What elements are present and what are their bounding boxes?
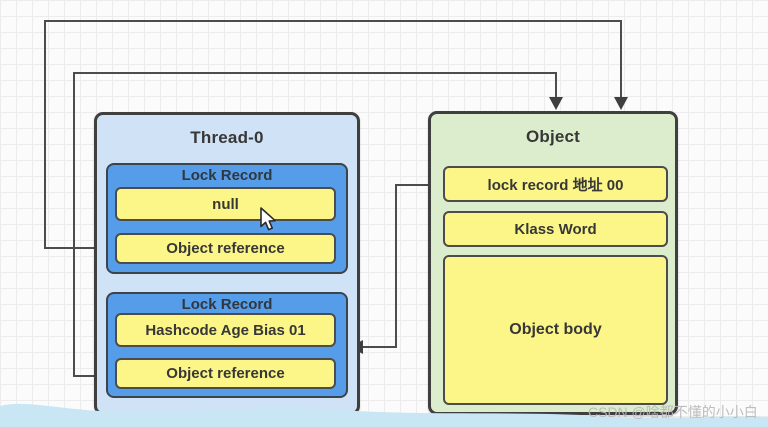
lock-record-1-row-null: null — [115, 187, 336, 221]
object-box-title: Object — [525, 127, 581, 146]
object-row-object-body: Object body — [443, 255, 668, 405]
lock-record-1-title: Lock Record — [181, 167, 273, 184]
csdn-watermark: CSDN @啥都不懂的小小白 — [588, 404, 758, 420]
lock-record-2-title: Lock Record — [181, 296, 273, 313]
lock-record-2-row-object-reference: Object reference — [115, 358, 336, 389]
arrowhead-down-2 — [549, 97, 563, 110]
thread-box-title: Thread-0 — [190, 128, 264, 147]
object-row-lock-record-address: lock record 地址 00 — [443, 166, 668, 202]
lock-record-1-row-object-reference: Object reference — [115, 233, 336, 264]
lock-record-2-row-hashcode-age-bias: Hashcode Age Bias 01 — [115, 313, 336, 347]
arrowhead-down-1 — [614, 97, 628, 110]
object-row-klass-word: Klass Word — [443, 211, 668, 247]
